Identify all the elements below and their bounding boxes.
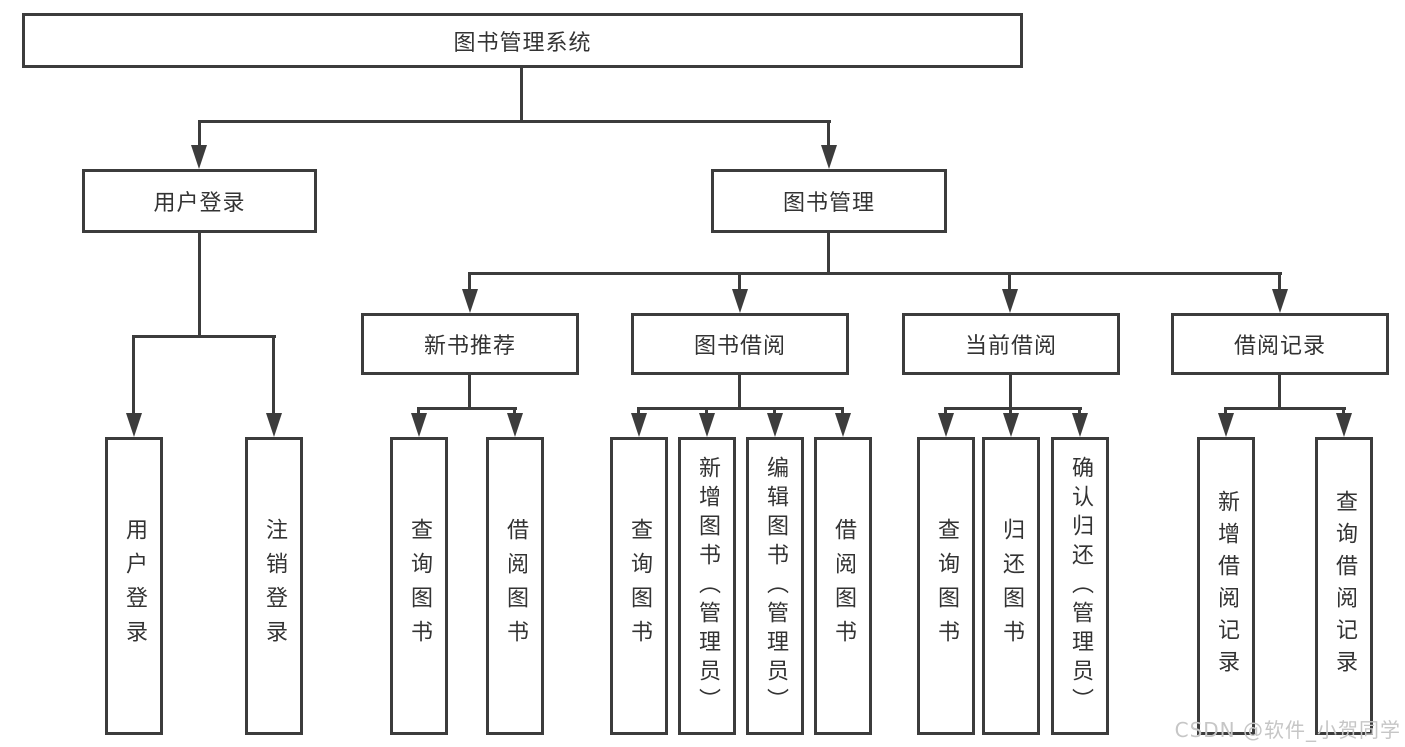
leaf-borrow-books-recommend: 借阅图书 xyxy=(486,437,544,735)
leaf-add-borrow-record: 新增借阅记录 xyxy=(1197,437,1255,735)
leaf-query-books-borrowing: 查询图书 xyxy=(610,437,668,735)
leaf-query-borrow-record-label: 查询借阅记录 xyxy=(1332,490,1357,682)
connector-line xyxy=(468,272,471,291)
node-user-login: 用户登录 xyxy=(82,169,317,233)
leaf-query-books-borrowing-label: 查询图书 xyxy=(627,518,652,654)
arrowhead xyxy=(191,145,207,169)
arrowhead xyxy=(938,413,954,437)
leaf-return-books: 归还图书 xyxy=(982,437,1040,735)
connector-line xyxy=(944,407,1082,410)
arrowhead xyxy=(767,413,783,437)
leaf-confirm-return-admin: 确认归还（管理员） xyxy=(1051,437,1109,735)
leaf-user-login: 用户登录 xyxy=(105,437,163,735)
leaf-query-books-recommend-label: 查询图书 xyxy=(407,518,432,654)
arrowhead xyxy=(507,413,523,437)
connector-line xyxy=(132,335,276,338)
arrowhead xyxy=(126,413,142,437)
connector-line xyxy=(417,407,517,410)
node-borrow-records-label: 借阅记录 xyxy=(1233,334,1326,359)
connector-line xyxy=(827,120,830,147)
node-new-book-recommend-label: 新书推荐 xyxy=(423,334,516,359)
connector-line xyxy=(513,407,516,415)
connector-line xyxy=(944,407,947,415)
node-borrow-records: 借阅记录 xyxy=(1171,313,1389,375)
arrowhead xyxy=(835,413,851,437)
arrowhead xyxy=(821,145,837,169)
connector-line xyxy=(705,407,708,415)
arrowhead xyxy=(1002,289,1018,313)
connector-line xyxy=(1278,375,1281,410)
connector-line xyxy=(272,335,275,415)
connector-line xyxy=(1224,407,1346,410)
node-book-borrowing-label: 图书借阅 xyxy=(693,334,786,359)
connector-line xyxy=(1009,375,1012,410)
leaf-query-books-current: 查询图书 xyxy=(917,437,975,735)
connector-line xyxy=(841,407,844,415)
leaf-add-borrow-record-label: 新增借阅记录 xyxy=(1214,490,1239,682)
arrowhead xyxy=(1003,413,1019,437)
node-book-borrowing: 图书借阅 xyxy=(631,313,849,375)
connector-line xyxy=(468,375,471,410)
arrowhead xyxy=(1272,289,1288,313)
arrowhead xyxy=(732,289,748,313)
connector-line xyxy=(198,120,201,147)
node-book-management: 图书管理 xyxy=(711,169,947,233)
node-user-login-label: 用户登录 xyxy=(153,191,246,216)
node-root: 图书管理系统 xyxy=(22,13,1023,68)
arrowhead xyxy=(1218,413,1234,437)
arrowhead xyxy=(631,413,647,437)
arrowhead xyxy=(1336,413,1352,437)
connector-line xyxy=(827,233,830,275)
leaf-edit-books-admin: 编辑图书（管理员） xyxy=(746,437,804,735)
arrowhead xyxy=(462,289,478,313)
node-current-borrowing-label: 当前借阅 xyxy=(964,334,1057,359)
connector-line xyxy=(1008,272,1011,291)
connector-line xyxy=(637,407,640,415)
connector-line xyxy=(198,120,831,123)
leaf-confirm-return-admin-label: 确认归还（管理员） xyxy=(1068,455,1093,717)
connector-line xyxy=(132,335,135,415)
node-new-book-recommend: 新书推荐 xyxy=(361,313,579,375)
leaf-query-borrow-record: 查询借阅记录 xyxy=(1315,437,1373,735)
node-current-borrowing: 当前借阅 xyxy=(902,313,1120,375)
node-root-label: 图书管理系统 xyxy=(453,30,592,56)
leaf-add-books-admin: 新增图书（管理员） xyxy=(678,437,736,735)
connector-line xyxy=(520,68,523,123)
connector-line xyxy=(468,272,1282,275)
leaf-query-books-recommend: 查询图书 xyxy=(390,437,448,735)
connector-line xyxy=(1224,407,1227,415)
arrowhead xyxy=(699,413,715,437)
node-book-management-label: 图书管理 xyxy=(782,191,875,216)
arrowhead xyxy=(411,413,427,437)
connector-line xyxy=(738,375,741,410)
leaf-logout: 注销登录 xyxy=(245,437,303,735)
leaf-borrow-books: 借阅图书 xyxy=(814,437,872,735)
leaf-return-books-label: 归还图书 xyxy=(999,518,1024,654)
arrowhead xyxy=(266,413,282,437)
connector-line xyxy=(738,272,741,291)
leaf-user-login-label: 用户登录 xyxy=(122,518,147,654)
csdn-watermark: CSDN @软件_小贺同学 xyxy=(1174,718,1401,742)
connector-line xyxy=(1278,272,1281,291)
leaf-borrow-books-label: 借阅图书 xyxy=(831,518,856,654)
leaf-query-books-current-label: 查询图书 xyxy=(934,518,959,654)
connector-line xyxy=(198,233,201,338)
leaf-borrow-books-recommend-label: 借阅图书 xyxy=(503,518,528,654)
connector-line xyxy=(773,407,776,415)
leaf-edit-books-admin-label: 编辑图书（管理员） xyxy=(763,455,788,717)
arrowhead xyxy=(1072,413,1088,437)
leaf-logout-label: 注销登录 xyxy=(262,518,287,654)
connector-line xyxy=(417,407,420,415)
leaf-add-books-admin-label: 新增图书（管理员） xyxy=(695,455,720,717)
connector-line xyxy=(637,407,844,410)
connector-line xyxy=(1009,407,1012,415)
connector-line xyxy=(1342,407,1345,415)
connector-line xyxy=(1078,407,1081,415)
